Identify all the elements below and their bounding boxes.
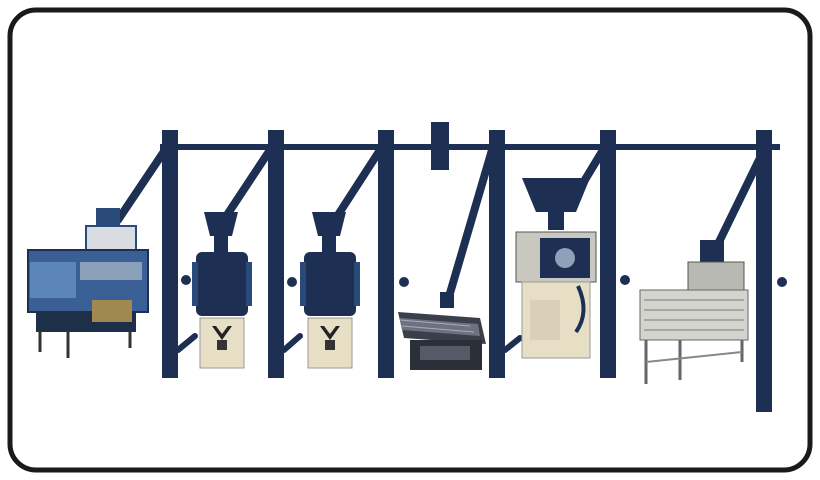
post-4	[489, 130, 505, 378]
post-1	[162, 130, 178, 378]
post-2	[268, 130, 284, 378]
beam-top-box	[431, 122, 449, 170]
post-6	[756, 130, 772, 412]
post-3	[378, 130, 394, 378]
post-5	[600, 130, 616, 378]
overhead-beam	[160, 144, 780, 150]
